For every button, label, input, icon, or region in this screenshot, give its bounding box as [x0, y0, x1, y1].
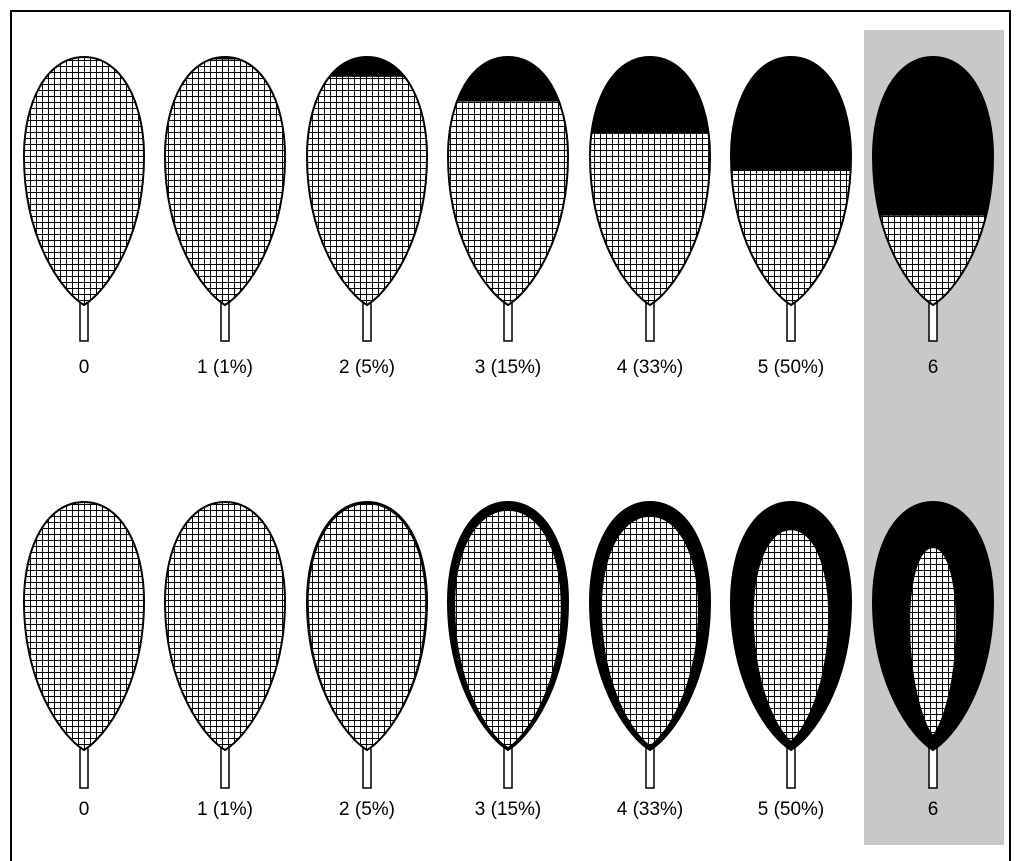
- leaf-blade: [165, 57, 285, 305]
- leaf-outline: [305, 55, 429, 307]
- leaf-outline: [163, 500, 287, 752]
- leaf-margin-severity-3: 3 (15%): [446, 500, 570, 820]
- leaf-severity-label: 3 (15%): [475, 357, 542, 378]
- leaf-blade: [448, 57, 568, 305]
- leaf-outline: [588, 55, 712, 307]
- leaf-blade: [307, 502, 427, 750]
- leaf-margin-severity-6: 6: [871, 500, 995, 820]
- leaf-tip-severity-5: 5 (50%): [729, 55, 853, 378]
- leaf-margin-severity-2: 2 (5%): [305, 500, 429, 820]
- leaf-row-margin: 0 1 (1%) 2 (5%) 3 (15%) 4 (33%) 5 (50%) 6: [22, 500, 995, 820]
- leaf-tip-severity-1: 1 (1%): [163, 55, 287, 378]
- leaf-severity-label: 3 (15%): [475, 799, 542, 820]
- leaf-margin-severity-0: 0: [22, 500, 146, 820]
- leaf-blade: [448, 502, 568, 750]
- leaf-blade: [165, 502, 285, 750]
- leaf-severity-label: 5 (50%): [758, 357, 825, 378]
- leaf-outline: [871, 55, 995, 307]
- leaf-outline: [729, 500, 853, 752]
- leaf-outline: [588, 500, 712, 752]
- leaf-tip-severity-6: 6: [871, 55, 995, 378]
- leaf-tip-severity-0: 0: [22, 55, 146, 378]
- leaf-outline: [22, 55, 146, 307]
- leaf-tip-severity-2: 2 (5%): [305, 55, 429, 378]
- leaf-severity-label: 4 (33%): [617, 799, 684, 820]
- leaf-severity-label: 6: [928, 799, 939, 820]
- leaf-row-tip: 0 1 (1%) 2 (5%) 3 (15%) 4 (33%) 5 (50%) 6: [22, 55, 995, 378]
- leaf-blade: [307, 57, 427, 305]
- leaf-margin-severity-5: 5 (50%): [729, 500, 853, 820]
- leaf-outline: [446, 500, 570, 752]
- leaf-severity-label: 4 (33%): [617, 357, 684, 378]
- leaf-severity-label: 6: [928, 357, 939, 378]
- leaf-severity-label: 5 (50%): [758, 799, 825, 820]
- leaf-severity-label: 1 (1%): [197, 799, 253, 820]
- leaf-lesion: [731, 502, 851, 750]
- leaf-outline: [871, 500, 995, 752]
- leaf-severity-label: 0: [79, 357, 90, 378]
- leaf-outline: [305, 500, 429, 752]
- leaf-blade: [24, 57, 144, 305]
- leaf-outline: [22, 500, 146, 752]
- leaf-severity-label: 2 (5%): [339, 357, 395, 378]
- leaf-outline: [446, 55, 570, 307]
- leaf-blade: [590, 502, 710, 750]
- leaf-outline: [729, 55, 853, 307]
- leaf-lesion: [165, 57, 285, 60]
- leaves-layer: 0 1 (1%) 2 (5%) 3 (15%) 4 (33%) 5 (50%) 6 0 1 (1…: [22, 55, 995, 820]
- leaf-margin-severity-4: 4 (33%): [588, 500, 712, 820]
- leaf-outline: [163, 55, 287, 307]
- leaf-severity-label: 2 (5%): [339, 799, 395, 820]
- leaf-blade: [24, 502, 144, 750]
- leaf-severity-label: 0: [79, 799, 90, 820]
- leaf-margin-severity-1: 1 (1%): [163, 500, 287, 820]
- leaf-lesion: [873, 502, 993, 750]
- leaf-lesion: [873, 57, 993, 216]
- leaf-severity-label: 1 (1%): [197, 357, 253, 378]
- figure-frame: [10, 10, 1011, 861]
